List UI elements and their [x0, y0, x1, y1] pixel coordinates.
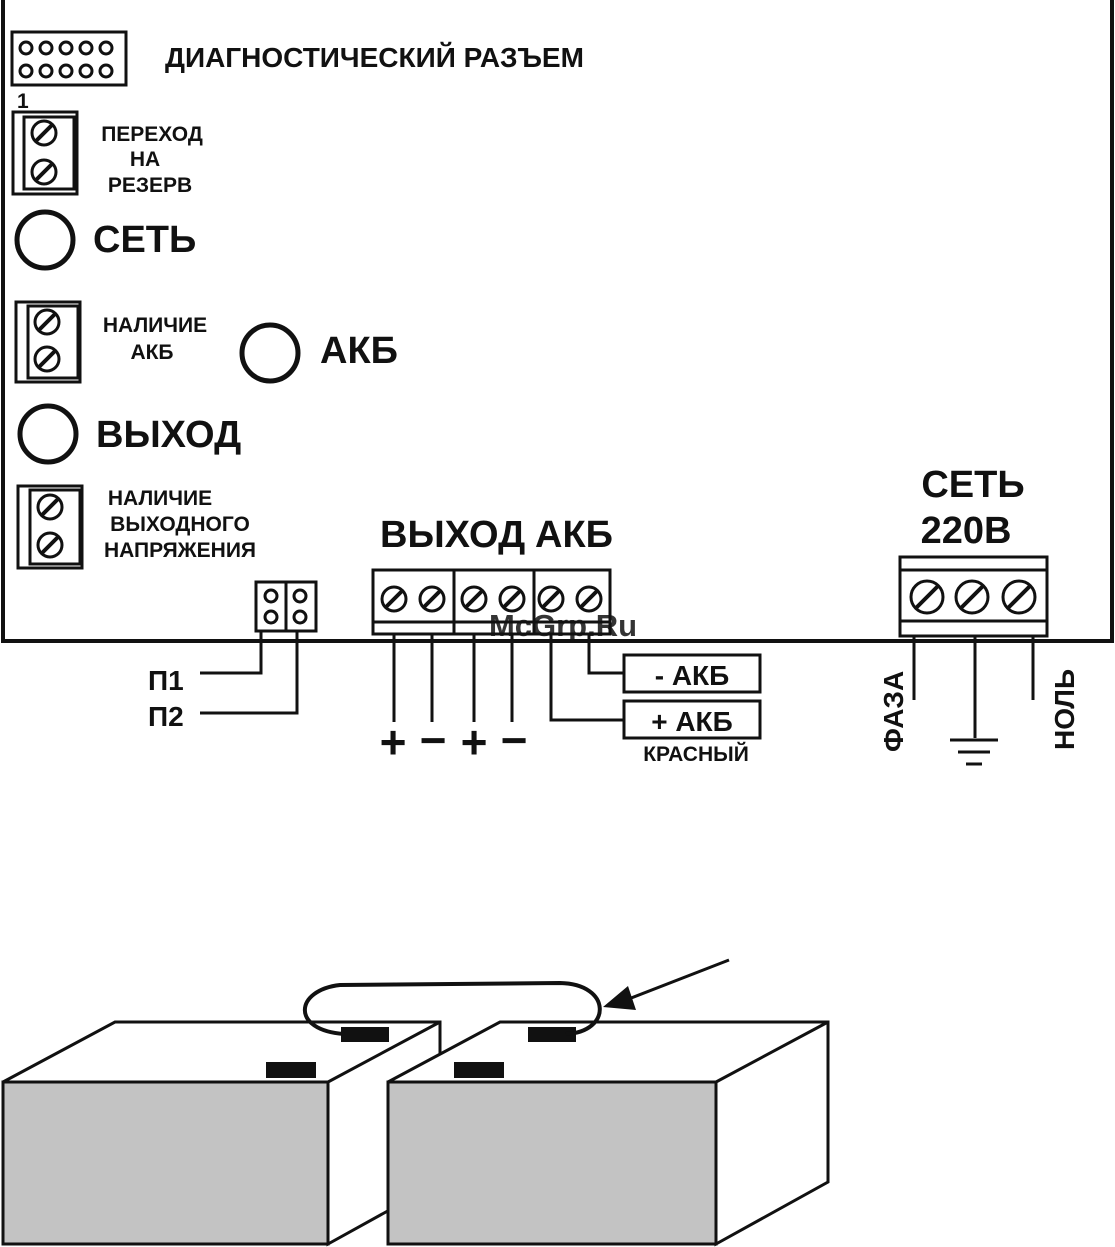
mains-line-2: 220В: [921, 510, 1012, 552]
reserve-line-1: ПЕРЕХОД: [101, 123, 203, 146]
red-wire-label: КРАСНЫЙ: [643, 742, 749, 766]
led-output-label: ВЫХОД: [96, 414, 241, 456]
pin-one-label: 1: [17, 90, 29, 113]
output-voltage-line-1: НАЛИЧИЕ: [108, 487, 212, 510]
terminal-output-label: ВЫХОД: [380, 514, 525, 556]
jumper-p1-p2: [256, 582, 316, 631]
terminal-battery-label: АКБ: [535, 514, 613, 556]
ground-icon: [950, 740, 998, 764]
polarity-2: −: [420, 714, 447, 766]
diagnostic-connector: [12, 32, 126, 85]
output-voltage-line-2: ВЫХОДНОГО: [110, 513, 250, 536]
battery-right: [388, 1022, 828, 1244]
led-output: [20, 406, 76, 462]
output-voltage-line-3: НАПРЯЖЕНИЯ: [104, 539, 256, 562]
reserve-terminal: [13, 112, 77, 194]
battery-present-terminal: [16, 302, 80, 382]
mains-line-1: СЕТЬ: [921, 464, 1024, 506]
p2-label: П2: [148, 701, 184, 732]
battery-left: [3, 1022, 440, 1244]
battery-present-line-2: АКБ: [130, 341, 173, 364]
led-net-label: СЕТЬ: [93, 219, 196, 261]
polarity-3: +: [461, 716, 488, 768]
led-net: [17, 212, 73, 268]
wire-p1: [200, 631, 261, 673]
arrow-icon: [603, 960, 729, 1010]
mains-terminal-block: [900, 557, 1047, 636]
battery-minus-label: - АКБ: [655, 660, 730, 691]
battery-present-line-1: НАЛИЧИЕ: [103, 314, 207, 337]
battery-plus-label: + АКБ: [651, 706, 733, 737]
neutral-label: НОЛЬ: [1049, 669, 1080, 750]
p1-label: П1: [148, 665, 184, 696]
polarity-1: +: [380, 716, 407, 768]
reserve-line-2: НА: [130, 148, 160, 171]
watermark: McGrp.Ru: [489, 608, 637, 643]
led-battery-label: АКБ: [320, 330, 398, 372]
phase-label: ФАЗА: [878, 671, 909, 752]
polarity-4: −: [501, 714, 528, 766]
diag-connector-label: ДИАГНОСТИЧЕСКИЙ РАЗЪЕМ: [165, 41, 584, 73]
reserve-line-3: РЕЗЕРВ: [108, 174, 192, 197]
led-battery: [242, 325, 298, 381]
output-voltage-terminal: [18, 486, 82, 568]
